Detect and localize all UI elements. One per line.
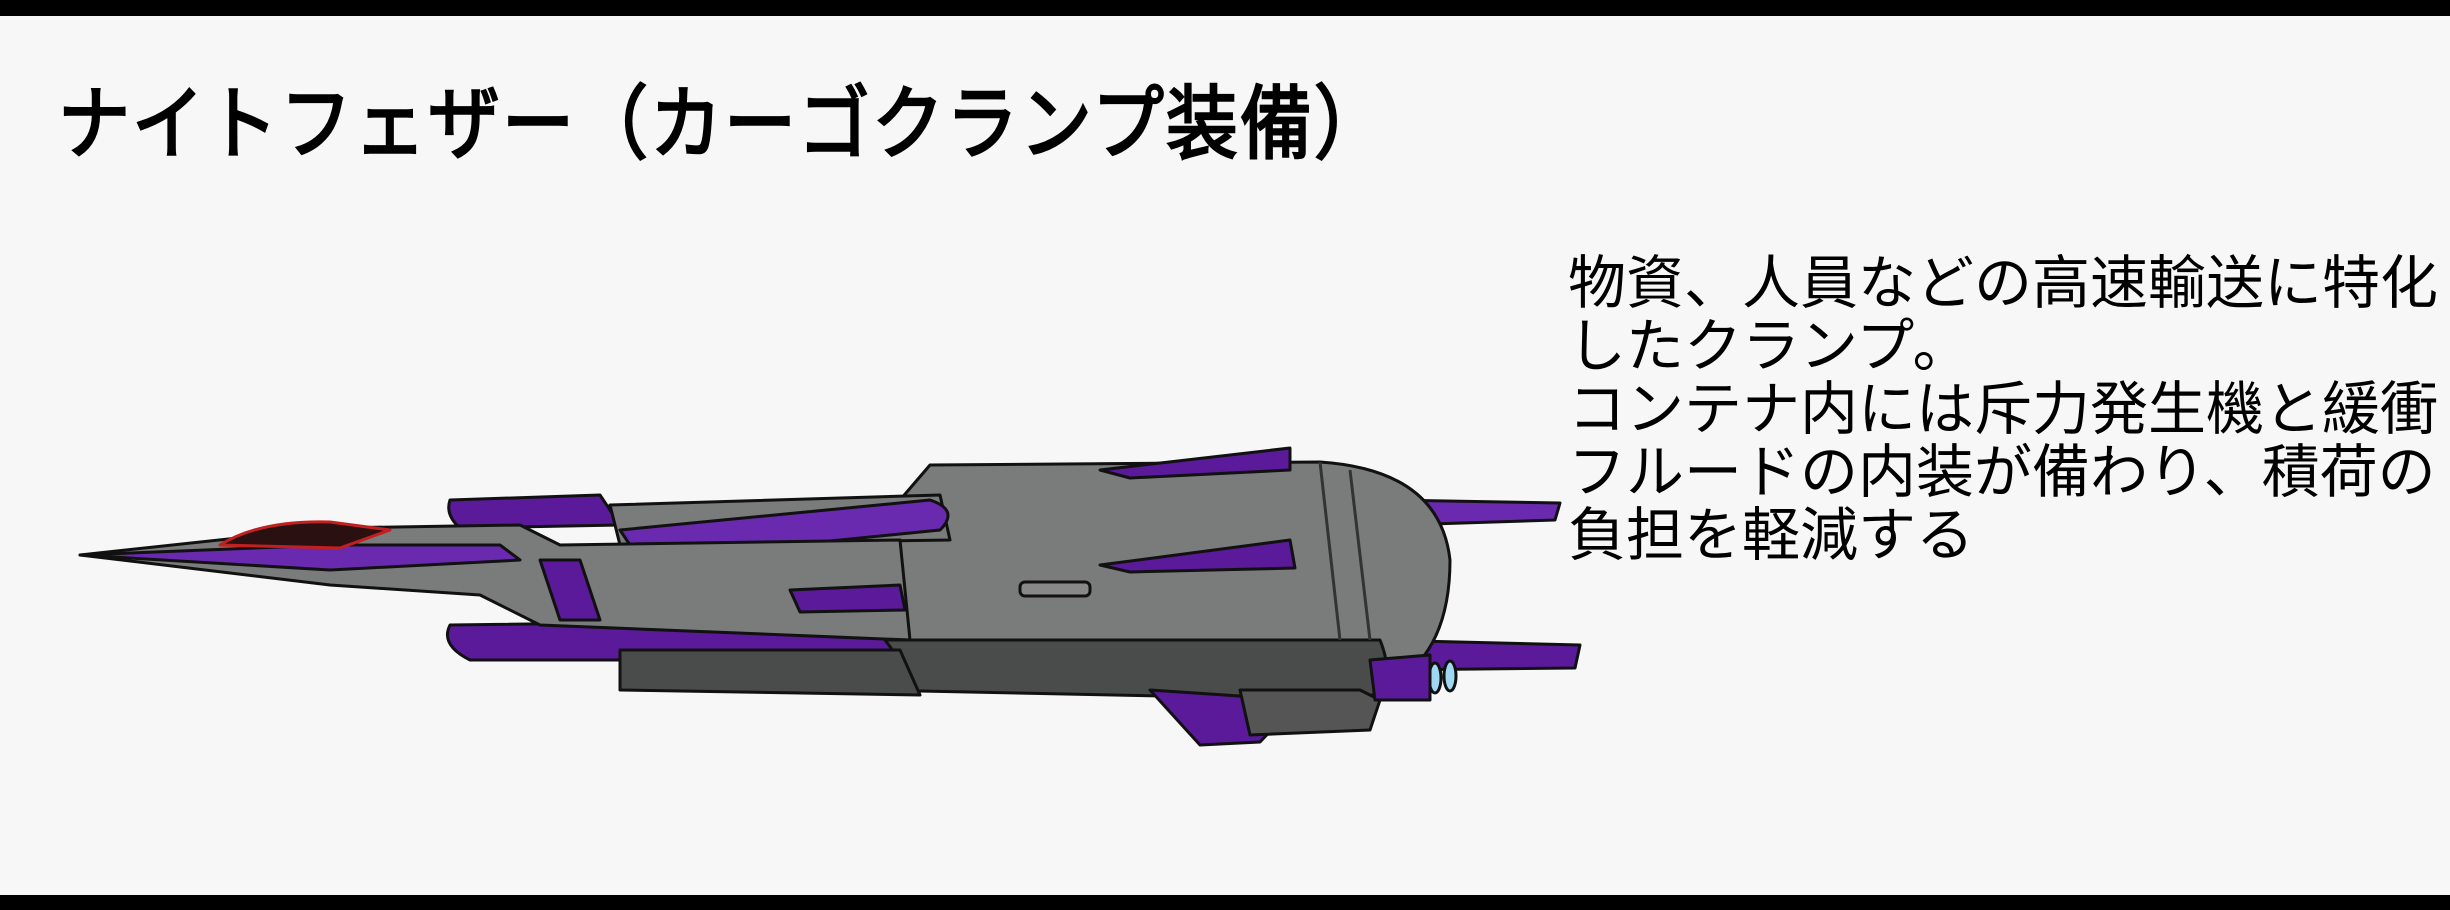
top-letterbox-bar (0, 0, 2450, 16)
engine-light (1442, 659, 1458, 693)
page-title: ナイトフェザー（カーゴクランプ装備） (58, 75, 1388, 172)
description-line: コンテナ内には斥力発生機と緩衝 (1568, 375, 2439, 443)
bottom-letterbox-bar (0, 895, 2450, 910)
cockpit-canopy (218, 520, 392, 550)
description-line: フルードの内装が備わり、積荷の (1568, 438, 2436, 506)
description-line: 負担を軽減する (1568, 501, 1975, 569)
description-line: 物資、人員などの高速輸送に特化 (1568, 249, 2439, 317)
description-text: 物資、人員などの高速輸送に特化 したクランプ。 コンテナ内には斥力発生機と緩衝 … (1568, 252, 2448, 567)
description-line: したクランプ。 (1568, 312, 1971, 380)
fuselage (78, 523, 912, 642)
